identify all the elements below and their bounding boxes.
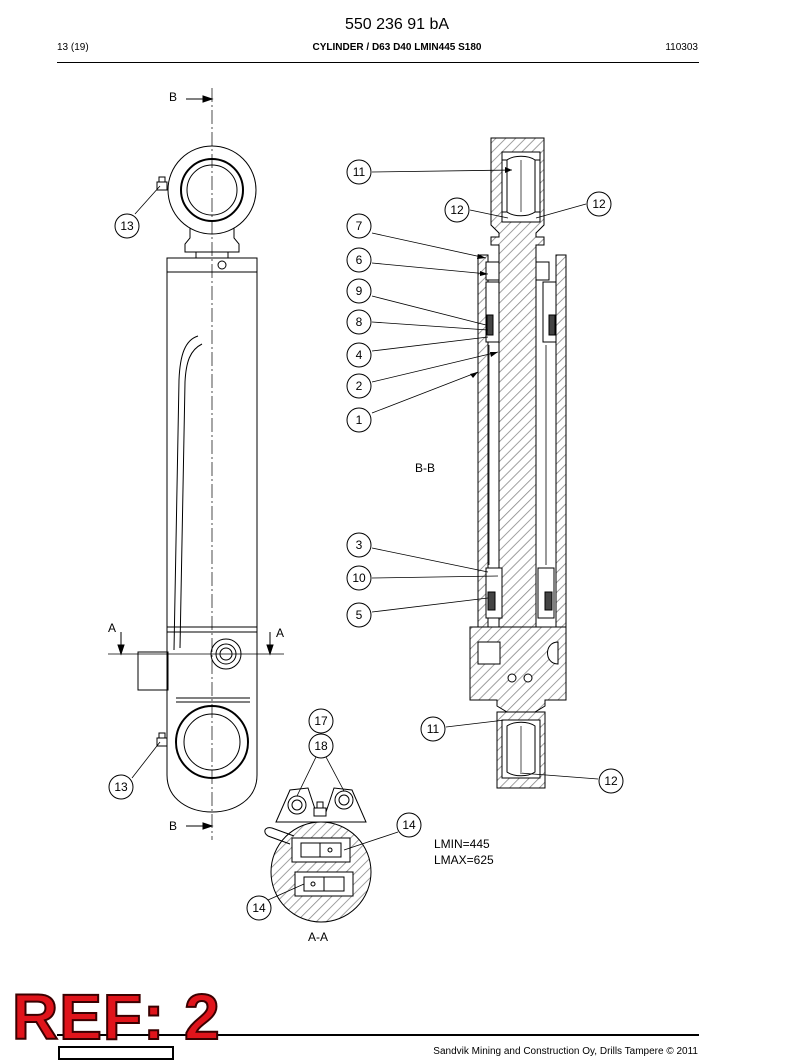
callout-9 xyxy=(346,278,372,304)
callout-12-bottom-text: 12 xyxy=(604,774,618,788)
leader-lines xyxy=(131,169,599,901)
callout-18 xyxy=(308,733,334,759)
footer-copyright: Sandvik Mining and Construction Oy, Dril… xyxy=(433,1046,698,1057)
page-index: 13 (19) xyxy=(57,42,89,53)
callout-13-upper-text: 13 xyxy=(120,219,134,233)
date-code: 110303 xyxy=(665,42,698,53)
callout-6 xyxy=(346,247,372,273)
callout-13-lower xyxy=(108,774,134,800)
section-mark-a-left: A xyxy=(108,621,116,635)
callout-17 xyxy=(308,708,334,734)
callout-11-bottom xyxy=(420,716,446,742)
callout-5-text: 5 xyxy=(356,608,363,622)
footer-rule xyxy=(57,1034,699,1036)
callout-bubbles xyxy=(108,159,624,921)
callout-12-left-text: 12 xyxy=(450,203,464,217)
callout-14-lower xyxy=(246,895,272,921)
section-labels: B B A A B-B A-A LMIN=445 LMAX=625 xyxy=(108,90,494,944)
callout-1-text: 1 xyxy=(356,413,363,427)
callout-11-bottom-text: 11 xyxy=(427,722,440,736)
leader-arrowheads xyxy=(470,167,512,378)
section-bb xyxy=(469,137,567,789)
callout-12-left xyxy=(444,197,470,223)
callout-12-bottom xyxy=(598,768,624,794)
callout-7-text: 7 xyxy=(356,219,363,233)
callout-10-text: 10 xyxy=(352,571,366,585)
view-label-aa: A-A xyxy=(308,930,328,944)
header-rule xyxy=(57,62,699,63)
callout-1 xyxy=(346,407,372,433)
section-mark-b-top: B xyxy=(169,90,177,104)
callout-6-text: 6 xyxy=(356,253,363,267)
callout-14-upper-text: 14 xyxy=(402,818,416,832)
callout-14-upper xyxy=(396,812,422,838)
callout-3-text: 3 xyxy=(356,538,363,552)
callout-12-right-text: 12 xyxy=(592,197,606,211)
side-view xyxy=(108,88,284,840)
callout-8 xyxy=(346,309,372,335)
callout-3 xyxy=(346,532,372,558)
document-number: 550 236 91 bA xyxy=(344,16,450,33)
callout-5 xyxy=(346,602,372,628)
section-mark-b-bottom: B xyxy=(169,819,177,833)
callout-11-top xyxy=(346,159,372,185)
dimension-lmin: LMIN=445 xyxy=(434,837,490,851)
callout-14-lower-text: 14 xyxy=(252,901,266,915)
callout-18-text: 18 xyxy=(314,739,328,753)
callout-2-text: 2 xyxy=(356,379,363,393)
callout-10 xyxy=(346,565,372,591)
callout-13-lower-text: 13 xyxy=(114,780,128,794)
section-mark-a-right: A xyxy=(276,626,284,640)
ref-stamp: REF: 2 xyxy=(11,981,221,1053)
callout-7 xyxy=(346,213,372,239)
view-label-bb: B-B xyxy=(415,461,435,475)
callout-2 xyxy=(346,373,372,399)
callout-12-right xyxy=(586,191,612,217)
callout-4-text: 4 xyxy=(356,348,363,362)
callout-8-text: 8 xyxy=(356,315,363,329)
callout-9-text: 9 xyxy=(356,284,363,298)
dimension-lmax: LMAX=625 xyxy=(434,853,494,867)
callout-17-text: 17 xyxy=(314,714,328,728)
section-aa xyxy=(264,787,372,923)
document-title: CYLINDER / D63 D40 LMIN445 S180 xyxy=(312,42,482,53)
callout-numbers: 13 13 11 12 12 7 6 9 8 4 2 1 3 10 5 17 1… xyxy=(114,165,618,915)
callout-13-upper xyxy=(114,213,140,239)
callout-4 xyxy=(346,342,372,368)
callout-11-top-text: 11 xyxy=(353,165,366,179)
